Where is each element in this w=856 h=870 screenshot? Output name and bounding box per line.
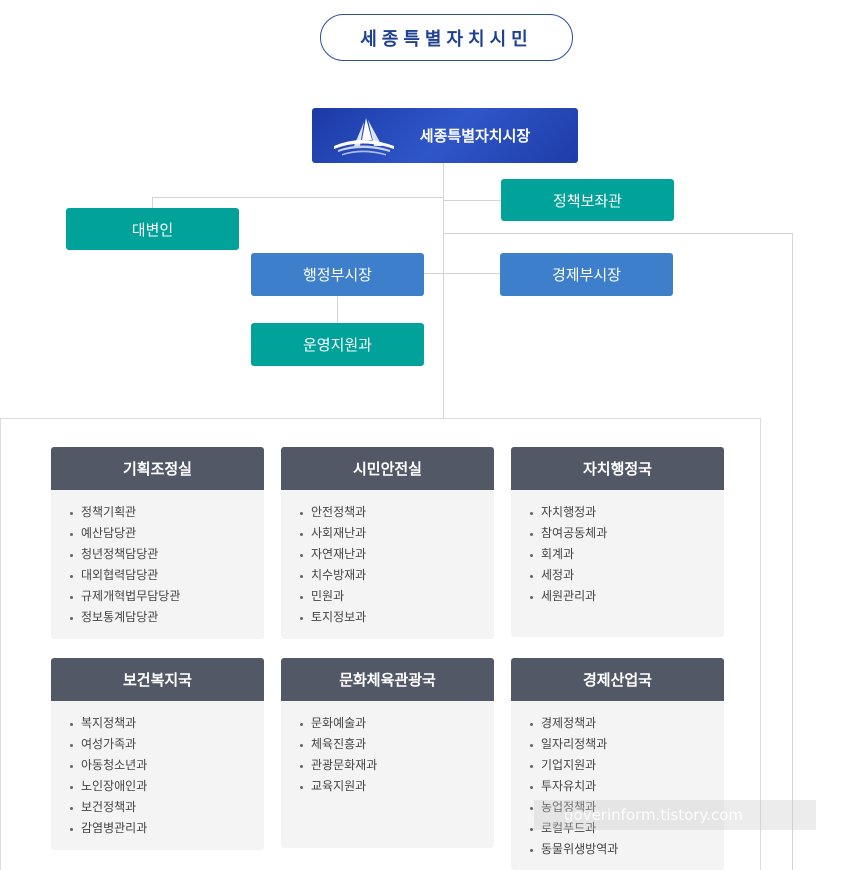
list-item[interactable]: 여성가족과	[69, 734, 264, 755]
connector-vice-mayors	[424, 273, 500, 274]
connector-right-trunk	[792, 233, 793, 870]
connector-right-branch	[443, 233, 793, 234]
list-item[interactable]: 관광문화재과	[299, 755, 494, 776]
list-item[interactable]: 자치행정과	[529, 502, 724, 523]
list-item[interactable]: 대외협력담당관	[69, 565, 264, 586]
list-item[interactable]: 복지정책과	[69, 713, 264, 734]
dept-list: 문화예술과 체육진흥과 관광문화재과 교육지원과	[281, 701, 494, 803]
economic-vice-mayor-box[interactable]: 경제부시장	[500, 253, 673, 296]
list-item[interactable]: 감염병관리과	[69, 818, 264, 839]
dept-header: 자치행정국	[511, 447, 724, 490]
spokesperson-box[interactable]: 대변인	[66, 208, 239, 250]
list-item[interactable]: 민원과	[299, 586, 494, 607]
admin-vice-mayor-box[interactable]: 행정부시장	[251, 253, 424, 296]
dept-list: 복지정책과 여성가족과 아동청소년과 노인장애인과 보건정책과 감염병관리과	[51, 701, 264, 845]
dept-header: 시민안전실	[281, 447, 494, 490]
list-item[interactable]: 자연재난과	[299, 544, 494, 565]
sejong-city-logo-icon	[334, 118, 394, 156]
list-item[interactable]: 체육진흥과	[299, 734, 494, 755]
list-item[interactable]: 로컬푸드과	[529, 818, 724, 839]
list-item[interactable]: 회계과	[529, 544, 724, 565]
list-item[interactable]: 정보통계담당관	[69, 607, 264, 628]
list-item[interactable]: 예산담당관	[69, 523, 264, 544]
list-item[interactable]: 정책기획관	[69, 502, 264, 523]
dept-header: 경제산업국	[511, 658, 724, 701]
dept-header: 기획조정실	[51, 447, 264, 490]
list-item[interactable]: 보건정책과	[69, 797, 264, 818]
connector-spokesperson	[152, 197, 444, 198]
dept-health-welfare[interactable]: 보건복지국 복지정책과 여성가족과 아동청소년과 노인장애인과 보건정책과 감염…	[51, 658, 264, 850]
list-item[interactable]: 안전정책과	[299, 502, 494, 523]
list-item[interactable]: 투자유치과	[529, 776, 724, 797]
list-item[interactable]: 일자리정책과	[529, 734, 724, 755]
connector-mayor-trunk	[443, 163, 444, 419]
dept-culture-sports-tourism[interactable]: 문화체육관광국 문화예술과 체육진흥과 관광문화재과 교육지원과	[281, 658, 494, 848]
operations-support-box[interactable]: 운영지원과	[251, 323, 424, 366]
dept-list: 경제정책과 일자리정책과 기업지원과 투자유치과 농업정책과 로컬푸드과 동물위…	[511, 701, 724, 866]
connector-operations	[337, 296, 338, 323]
connector-policy-advisor	[443, 200, 501, 201]
list-item[interactable]: 세정과	[529, 565, 724, 586]
dept-header: 보건복지국	[51, 658, 264, 701]
connector-spokesperson-drop	[152, 197, 153, 208]
dept-list: 정책기획관 예산담당관 청년정책담당관 대외협력담당관 규제개혁법무담당관 정보…	[51, 490, 264, 634]
mayor-label: 세종특별자치시장	[419, 127, 531, 145]
dept-list: 자치행정과 참여공동체과 회계과 세정과 세원관리과	[511, 490, 724, 613]
list-item[interactable]: 사회재난과	[299, 523, 494, 544]
list-item[interactable]: 기업지원과	[529, 755, 724, 776]
list-item[interactable]: 문화예술과	[299, 713, 494, 734]
list-item[interactable]: 농업정책과	[529, 797, 724, 818]
list-item[interactable]: 노인장애인과	[69, 776, 264, 797]
dept-list: 안전정책과 사회재난과 자연재난과 치수방재과 민원과 토지정보과	[281, 490, 494, 634]
dept-economy-industry[interactable]: 경제산업국 경제정책과 일자리정책과 기업지원과 투자유치과 농업정책과 로컬푸…	[511, 658, 724, 870]
dept-citizen-safety[interactable]: 시민안전실 안전정책과 사회재난과 자연재난과 치수방재과 민원과 토지정보과	[281, 447, 494, 639]
dept-autonomous-admin[interactable]: 자치행정국 자치행정과 참여공동체과 회계과 세정과 세원관리과	[511, 447, 724, 637]
list-item[interactable]: 치수방재과	[299, 565, 494, 586]
list-item[interactable]: 청년정책담당관	[69, 544, 264, 565]
list-item[interactable]: 규제개혁법무담당관	[69, 586, 264, 607]
dept-planning[interactable]: 기획조정실 정책기획관 예산담당관 청년정책담당관 대외협력담당관 규제개혁법무…	[51, 447, 264, 639]
policy-advisor-box[interactable]: 정책보좌관	[501, 179, 674, 221]
watermark: goverinform.tistory.com	[534, 800, 816, 830]
list-item[interactable]: 아동청소년과	[69, 755, 264, 776]
list-item[interactable]: 세원관리과	[529, 586, 724, 607]
mayor-box[interactable]: 세종특별자치시장	[312, 108, 578, 163]
list-item[interactable]: 교육지원과	[299, 776, 494, 797]
dept-header: 문화체육관광국	[281, 658, 494, 701]
list-item[interactable]: 경제정책과	[529, 713, 724, 734]
list-item[interactable]: 참여공동체과	[529, 523, 724, 544]
list-item[interactable]: 동물위생방역과	[529, 839, 724, 860]
citizens-title: 세종특별자치시민	[320, 14, 573, 61]
list-item[interactable]: 토지정보과	[299, 607, 494, 628]
